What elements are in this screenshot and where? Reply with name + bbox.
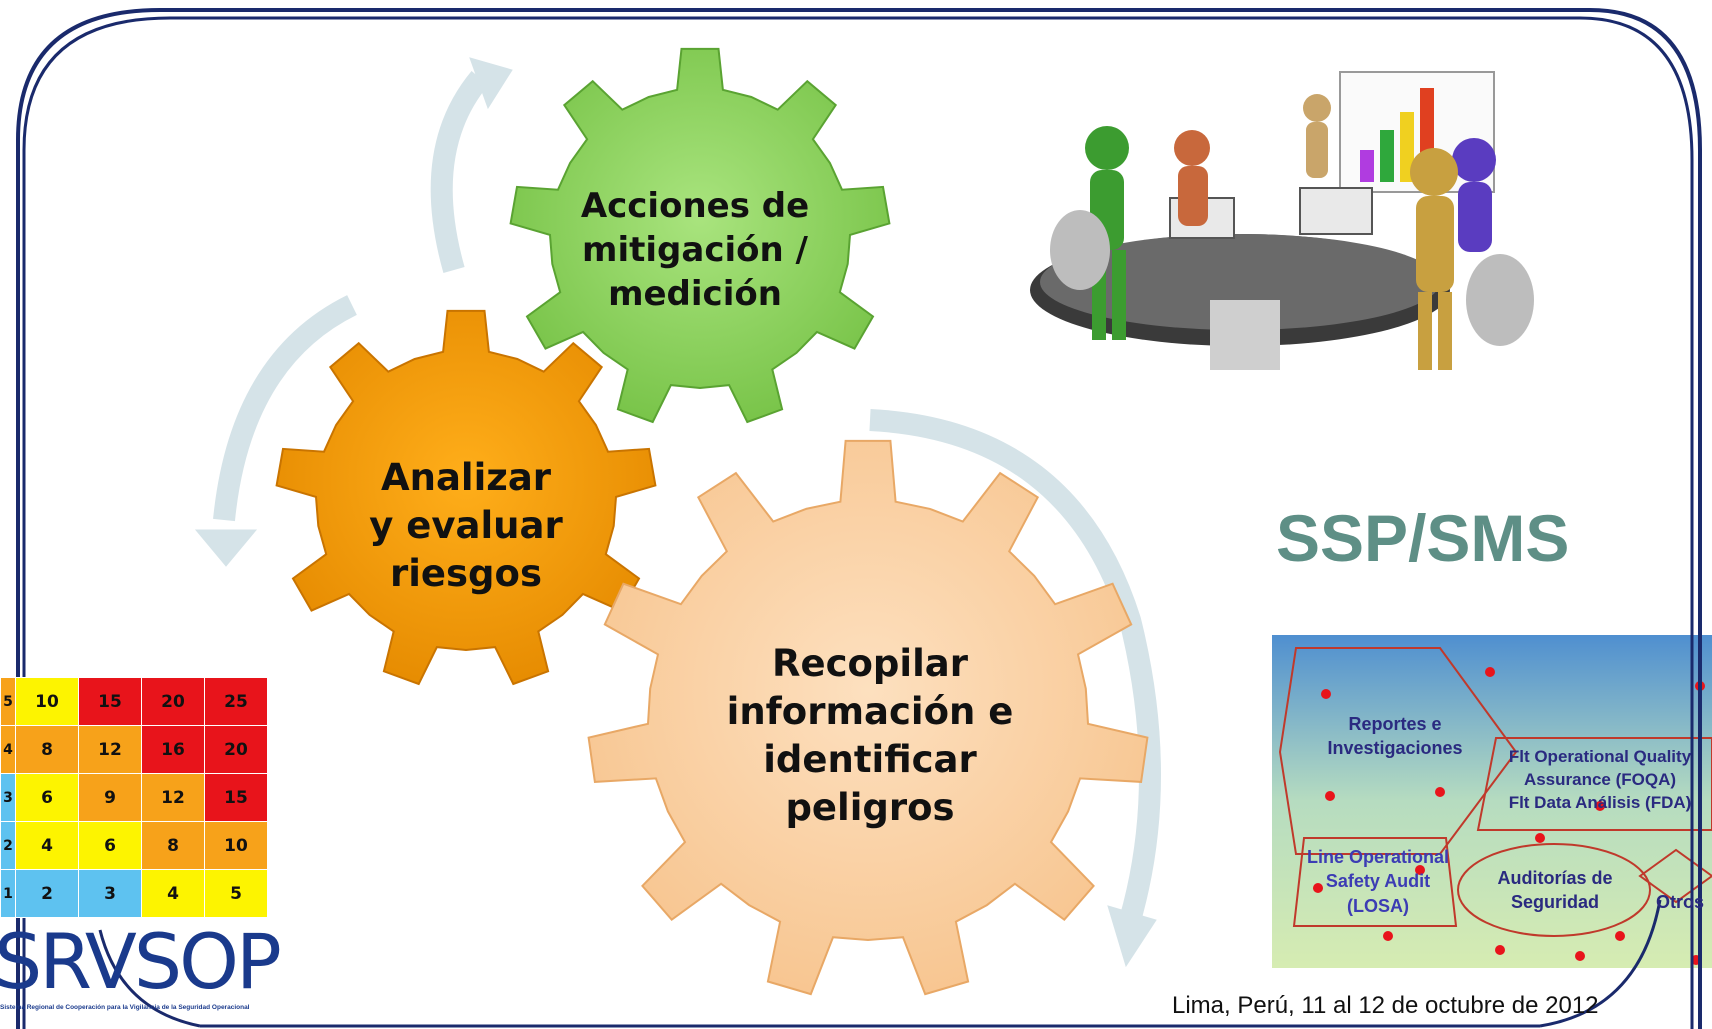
spark-marker (1435, 787, 1445, 797)
spark-marker (1595, 801, 1605, 811)
risk-matrix-cell: 4 (15, 821, 79, 870)
srvsop-logo: SRVSOP Sistema Regional de Cooperación p… (0, 918, 290, 1026)
risk-matrix-cell: 20 (204, 725, 268, 774)
gear-collect-label: Recopilar información e identificar peli… (726, 642, 1014, 830)
spark-marker (1325, 791, 1335, 801)
risk-matrix-cell: 8 (141, 821, 205, 870)
risk-matrix-row-label: 3 (0, 773, 16, 822)
risk-matrix-cell: 15 (204, 773, 268, 822)
risk-matrix-cell: 3 (78, 869, 142, 918)
srvsop-logo-text: SRVSOP (0, 917, 282, 1006)
spark-marker (1321, 689, 1331, 699)
srvsop-logo-subtitle: Sistema Regional de Cooperación para la … (0, 1004, 250, 1011)
gear-analyze-label: Analizar y evaluar riesgos (369, 456, 563, 596)
gear-mitigation-label: Acciones de mitigación / medición (580, 186, 810, 315)
risk-matrix-cell: 6 (15, 773, 79, 822)
frame-outer (16, 8, 1702, 1029)
risk-matrix-cell: 10 (15, 677, 79, 726)
risk-matrix-cell: 16 (141, 725, 205, 774)
meeting-illustration (1030, 71, 1534, 370)
risk-matrix-cell: 4 (141, 869, 205, 918)
spark-marker (1615, 931, 1625, 941)
spark-marker (1313, 883, 1323, 893)
spark-marker (1415, 865, 1425, 875)
risk-matrix-cell: 8 (15, 725, 79, 774)
frame-inner (22, 16, 1694, 1029)
spark-marker (1485, 667, 1495, 677)
risk-matrix-row-label: 5 (0, 677, 16, 726)
risk-matrix-row-label: 4 (0, 725, 16, 774)
risk-matrix-cell: 9 (78, 773, 142, 822)
programs-panel (1272, 635, 1712, 968)
gear-analyze (275, 309, 657, 686)
risk-matrix-cell: 10 (204, 821, 268, 870)
risk-matrix-cell: 15 (78, 677, 142, 726)
spark-marker (1383, 931, 1393, 941)
risk-matrix-cell: 6 (78, 821, 142, 870)
risk-matrix-cell: 5 (204, 869, 268, 918)
spark-marker (1495, 945, 1505, 955)
slide-title: SSP/SMS (1276, 501, 1570, 575)
risk-matrix-row-label: 1 (0, 869, 16, 918)
risk-matrix-cell: 12 (78, 725, 142, 774)
spark-marker (1535, 833, 1545, 843)
program-otros: Otros (1655, 892, 1704, 912)
gear-collect (587, 439, 1149, 996)
risk-matrix-cell: 12 (141, 773, 205, 822)
risk-matrix-row-label: 2 (0, 821, 16, 870)
spark-marker (1575, 951, 1585, 961)
gear-mitigation (509, 47, 891, 424)
risk-matrix-cell: 20 (141, 677, 205, 726)
footer-text: Lima, Perú, 11 al 12 de octubre de 2012 (1172, 992, 1599, 1019)
risk-matrix-cell: 2 (15, 869, 79, 918)
risk-matrix-cell: 25 (204, 677, 268, 726)
